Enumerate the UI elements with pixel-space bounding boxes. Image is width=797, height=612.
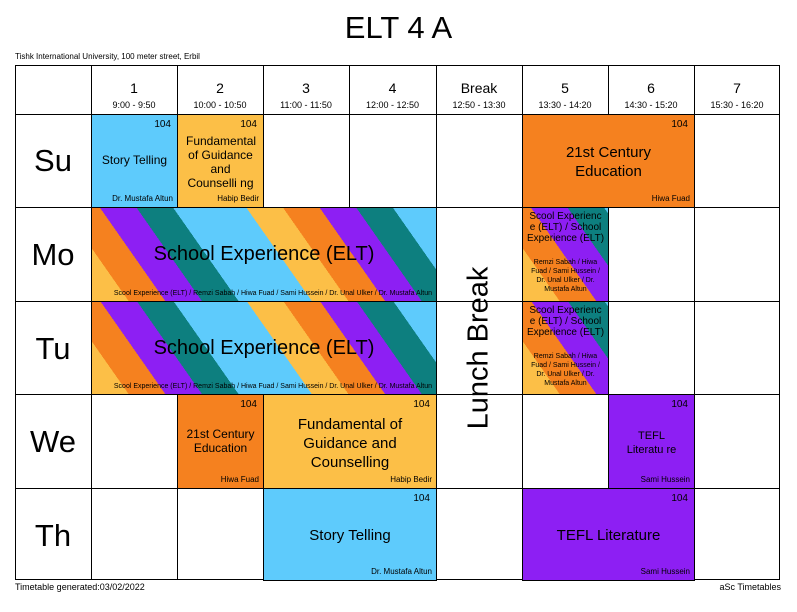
subject-name: Scool Experienc e (ELT) / School Experie… xyxy=(526,211,605,244)
period-number: Break xyxy=(460,80,498,96)
period-time: 12:50 - 13:30 xyxy=(452,100,506,110)
subject-name: 21st Century Education xyxy=(186,427,255,455)
subject-name: School Experience (ELT) xyxy=(153,337,375,359)
period-time: 15:30 - 16:20 xyxy=(710,100,764,110)
period-header-3: 3 11:00 - 11:50 xyxy=(263,65,349,110)
teacher-name: Sami Hussein xyxy=(640,475,690,484)
period-time: 11:00 - 11:50 xyxy=(280,100,332,110)
lesson-su-guidance[interactable]: 104 Fundamental of Guidance and Counsell… xyxy=(177,114,264,208)
day-label-we: We xyxy=(30,424,76,459)
period-number: 7 xyxy=(733,80,741,96)
period-header-4: 4 12:00 - 12:50 xyxy=(349,65,436,110)
period-time: 9:00 - 9:50 xyxy=(112,100,156,110)
room-number: 104 xyxy=(240,119,257,130)
teacher-name: Remzi Sabah / Hiwa Fuad / Sami Hussein /… xyxy=(531,259,600,293)
subject-name: Story Telling xyxy=(309,527,391,544)
generated-date: Timetable generated:03/02/2022 xyxy=(15,582,145,592)
teacher-name: Sami Hussein xyxy=(640,567,690,576)
teacher-name: Dr. Mustafa Altun xyxy=(371,567,432,576)
teacher-name: Hiwa Fuad xyxy=(651,194,690,203)
period-number: 3 xyxy=(302,80,310,96)
period-time: 12:00 - 12:50 xyxy=(365,100,420,110)
lesson-th-tefl[interactable]: 104 TEFL Literature Sami Hussein xyxy=(522,488,695,581)
teacher-name: Scool Experience (ELT) / Remzi Sabah / H… xyxy=(113,383,432,390)
period-header-2: 2 10:00 - 10:50 xyxy=(177,65,263,110)
day-label-su: Su xyxy=(34,143,72,178)
period-number: 6 xyxy=(647,80,655,96)
subject-name: School Experience (ELT) xyxy=(153,243,375,265)
teacher-name: Hiwa Fuad xyxy=(220,475,259,484)
period-number: 2 xyxy=(216,80,224,96)
lesson-mo-school-experience[interactable]: School Experience (ELT) Scool Experience… xyxy=(91,207,437,302)
subject-name: Fundamental of Guidance and Counselli ng xyxy=(186,134,257,190)
period-header-7: 7 15:30 - 16:20 xyxy=(694,65,780,110)
period-header-5: 5 13:30 - 14:20 xyxy=(522,65,608,110)
lesson-we-21st-century[interactable]: 104 21st Century Education Hiwa Fuad xyxy=(177,394,264,489)
lesson-we-tefl[interactable]: 104 TEFL Literatu re Sami Hussein xyxy=(608,394,695,489)
period-number: 1 xyxy=(130,80,138,96)
subject-name: Scool Experienc e (ELT) / School Experie… xyxy=(526,305,605,338)
teacher-name: Dr. Mustafa Altun xyxy=(112,194,173,203)
grid-line xyxy=(15,114,780,115)
page-title: ELT 4 A xyxy=(344,10,453,45)
day-label-mo: Mo xyxy=(31,237,75,272)
lesson-mo-school-experience-short[interactable]: Scool Experienc e (ELT) / School Experie… xyxy=(522,207,609,302)
lesson-tu-school-experience[interactable]: School Experience (ELT) Scool Experience… xyxy=(91,301,437,395)
period-time: 13:30 - 14:20 xyxy=(538,100,592,110)
room-number: 104 xyxy=(671,399,688,410)
room-number: 104 xyxy=(671,119,688,130)
lesson-we-guidance[interactable]: 104 Fundamental of Guidance and Counsell… xyxy=(263,394,437,489)
period-header-1: 1 9:00 - 9:50 xyxy=(91,65,177,110)
period-header-break: Break 12:50 - 13:30 xyxy=(436,65,522,110)
teacher-name: Scool Experience (ELT) / Remzi Sabah / H… xyxy=(113,290,432,297)
subject-name: TEFL Literatu re xyxy=(626,430,677,456)
subject-name: 21st Century Education xyxy=(565,144,652,180)
brand-label: aSc Timetables xyxy=(719,582,781,592)
room-number: 104 xyxy=(240,399,257,410)
day-label-tu: Tu xyxy=(35,331,71,366)
teacher-name: Habip Bedir xyxy=(390,475,432,484)
period-number: 5 xyxy=(561,80,569,96)
teacher-name: Habip Bedir xyxy=(217,194,259,203)
room-number: 104 xyxy=(671,493,688,504)
lesson-tu-school-experience-short[interactable]: Scool Experienc e (ELT) / School Experie… xyxy=(522,301,609,395)
period-time: 10:00 - 10:50 xyxy=(193,100,247,110)
subject-name: Fundamental of Guidance and Counselling xyxy=(297,416,403,471)
room-number: 104 xyxy=(413,399,430,410)
lesson-th-story-telling[interactable]: 104 Story Telling Dr. Mustafa Altun xyxy=(263,488,437,581)
room-number: 104 xyxy=(154,119,171,130)
period-header-6: 6 14:30 - 15:20 xyxy=(608,65,694,110)
room-number: 104 xyxy=(413,493,430,504)
subject-name: Story Telling xyxy=(101,153,168,167)
lesson-su-21st-century[interactable]: 104 21st Century Education Hiwa Fuad xyxy=(522,114,695,208)
grid-line xyxy=(694,65,695,580)
day-label-th: Th xyxy=(34,518,72,553)
period-time: 14:30 - 15:20 xyxy=(624,100,678,110)
subject-name: TEFL Literature xyxy=(556,527,661,544)
lesson-su-story-telling[interactable]: 104 Story Telling Dr. Mustafa Altun xyxy=(91,114,178,208)
period-number: 4 xyxy=(388,80,397,96)
lunch-break-cell: Lunch Break xyxy=(436,208,522,488)
teacher-name: Remzi Sabah / Hiwa Fuad / Sami Hussein /… xyxy=(531,353,600,387)
lunch-break-label: Lunch Break xyxy=(462,266,495,430)
institution-address: Tishk International University, 100 mete… xyxy=(15,52,200,61)
